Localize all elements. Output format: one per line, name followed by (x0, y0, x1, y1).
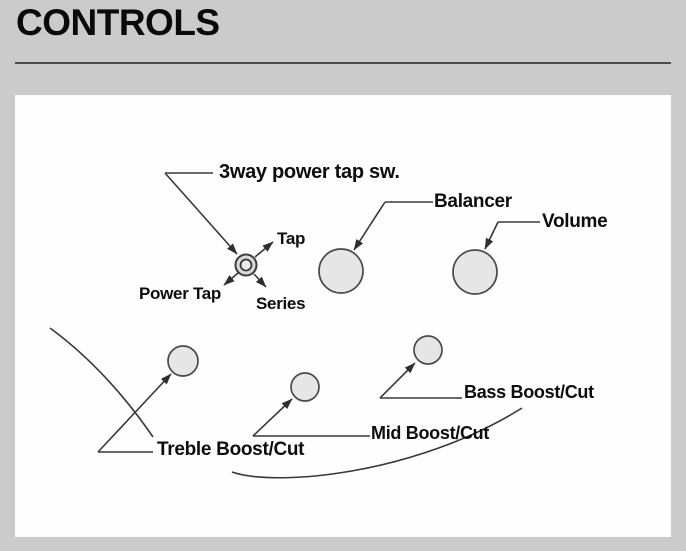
label-switch-position-series: Series (256, 294, 306, 313)
power-tap-switch-inner (239, 258, 253, 272)
controls-diagram-panel: 3way power tap sw. Tap Power Tap Series … (15, 95, 671, 537)
title-divider (15, 62, 671, 64)
label-treble-boost-cut: Treble Boost/Cut (157, 439, 305, 460)
label-switch-position-tap: Tap (277, 229, 306, 248)
body-outline-upper-curve (49, 327, 154, 438)
label-mid-boost-cut: Mid Boost/Cut (371, 423, 490, 443)
balancer-knob (318, 248, 364, 294)
controls-diagram (49, 172, 540, 479)
body-outline-lower-curve (231, 407, 523, 479)
leader-treble-arrow (97, 373, 172, 453)
power-tap-position-arrow (223, 272, 239, 286)
mid-knob (290, 372, 320, 402)
page-title: CONTROLS (16, 2, 220, 43)
label-volume: Volume (542, 211, 608, 232)
leader-3way-arrow (164, 172, 238, 255)
label-3way-power-tap-switch: 3way power tap sw. (219, 161, 400, 183)
leader-volume-arrow (484, 221, 499, 250)
leader-balancer-arrow (353, 201, 386, 251)
leader-bass-arrow (379, 362, 416, 399)
bass-knob (413, 335, 443, 365)
series-position-arrow (253, 273, 267, 288)
volume-knob (452, 249, 498, 295)
label-switch-position-power-tap: Power Tap (139, 284, 222, 303)
label-balancer: Balancer (434, 191, 512, 212)
leader-mid-arrow (252, 398, 293, 437)
treble-knob (167, 345, 199, 377)
label-bass-boost-cut: Bass Boost/Cut (464, 382, 594, 402)
tap-position-arrow (254, 241, 274, 258)
